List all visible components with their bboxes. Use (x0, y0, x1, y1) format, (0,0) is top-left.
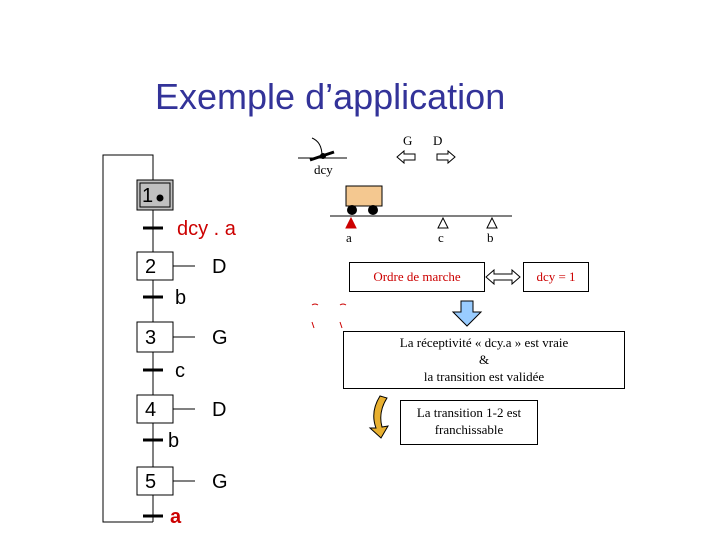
receptivity-line-3: la transition est validée (423, 369, 545, 384)
sensor-b-label: b (487, 230, 494, 245)
dcy-value: dcy = 1 (536, 269, 576, 284)
switch-label: dcy (314, 162, 333, 177)
switch-handle (311, 137, 323, 157)
arrow-left-icon (396, 149, 416, 165)
arrow-right-icon (436, 149, 456, 165)
step-1-box (136, 179, 174, 211)
down-arrow-icon (451, 300, 483, 327)
sensor-c-label: c (438, 230, 444, 245)
step-4-number: 4 (145, 399, 157, 421)
crossable-note: La transition 1-2 est franchissable (400, 400, 538, 445)
transition-1-receptivity: dcy . a (177, 218, 236, 240)
active-token (156, 194, 164, 202)
step-5-number: 5 (145, 471, 157, 493)
transition-4-receptivity: b (168, 430, 180, 452)
dcy-value-box: dcy = 1 (523, 262, 589, 292)
double-arrow-icon (485, 268, 521, 286)
step-3-action: G (212, 327, 228, 349)
step-4-box (136, 394, 174, 424)
sensor-c-icon (437, 216, 449, 229)
direction-g-label: G (403, 133, 413, 148)
step-3-number: 3 (145, 327, 157, 349)
cart-wheel (368, 205, 378, 215)
crossable-line-2: franchissable (434, 422, 504, 437)
loop-back-line (102, 154, 154, 523)
page-title: Exemple d’application (155, 76, 506, 117)
transition-3-receptivity: c (175, 360, 185, 382)
sensor-a-label: a (346, 230, 352, 245)
cart-body (345, 185, 383, 207)
step-5-box (136, 466, 174, 496)
step-5-action: G (212, 471, 228, 493)
receptivity-line-1: La réceptivité « dcy.a » est vraie (399, 335, 569, 350)
order-box: Ordre de marche (349, 262, 485, 292)
receptivity-note: La réceptivité « dcy.a » est vraie & la … (343, 331, 625, 389)
step-1-number: 1 (142, 185, 154, 207)
curved-arrow-icon (368, 395, 389, 439)
order-label: Ordre de marche (373, 269, 461, 284)
transition-5-receptivity: a (170, 506, 182, 528)
step-2-box (136, 251, 174, 281)
sensor-b-icon (486, 216, 498, 229)
sensor-a-icon (345, 216, 357, 229)
step-4-action: D (212, 399, 227, 421)
direction-d-label: D (433, 133, 443, 148)
step-3-box (136, 321, 174, 353)
transition-2-receptivity: b (175, 287, 187, 309)
receptivity-line-2: & (478, 352, 490, 367)
step-2-action: D (212, 256, 227, 278)
crossable-line-1: La transition 1-2 est (416, 405, 522, 420)
step-2-number: 2 (145, 256, 157, 278)
cart-wheel (347, 205, 357, 215)
